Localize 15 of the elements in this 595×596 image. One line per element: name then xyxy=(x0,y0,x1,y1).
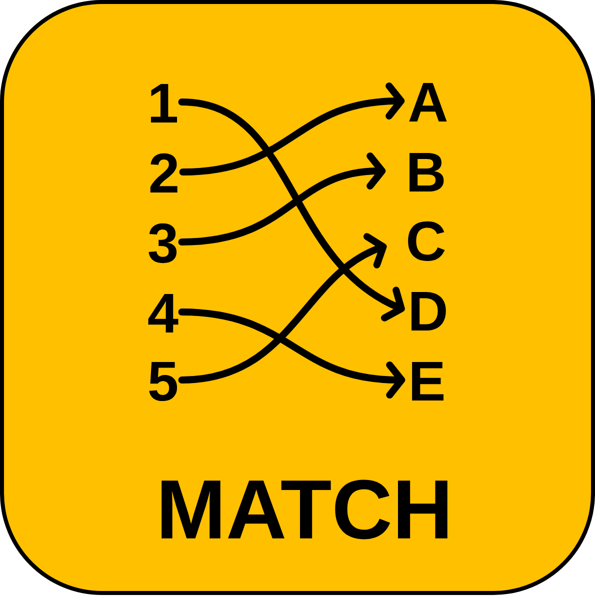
arrow xyxy=(178,152,386,246)
arrow xyxy=(179,82,405,176)
arrow xyxy=(178,308,406,398)
match-item: 1 xyxy=(150,84,178,122)
match-item: B xyxy=(410,152,444,192)
arrow xyxy=(178,98,405,322)
match-item: C xyxy=(408,221,445,262)
match-item: D xyxy=(412,292,446,330)
match-item: 5 xyxy=(149,362,178,402)
match-item: 2 xyxy=(150,153,178,192)
match-item: E xyxy=(412,362,444,400)
match-item: A xyxy=(409,82,447,122)
arrow xyxy=(178,233,387,384)
match-item: 4 xyxy=(148,294,178,332)
match-item: 3 xyxy=(148,223,177,264)
